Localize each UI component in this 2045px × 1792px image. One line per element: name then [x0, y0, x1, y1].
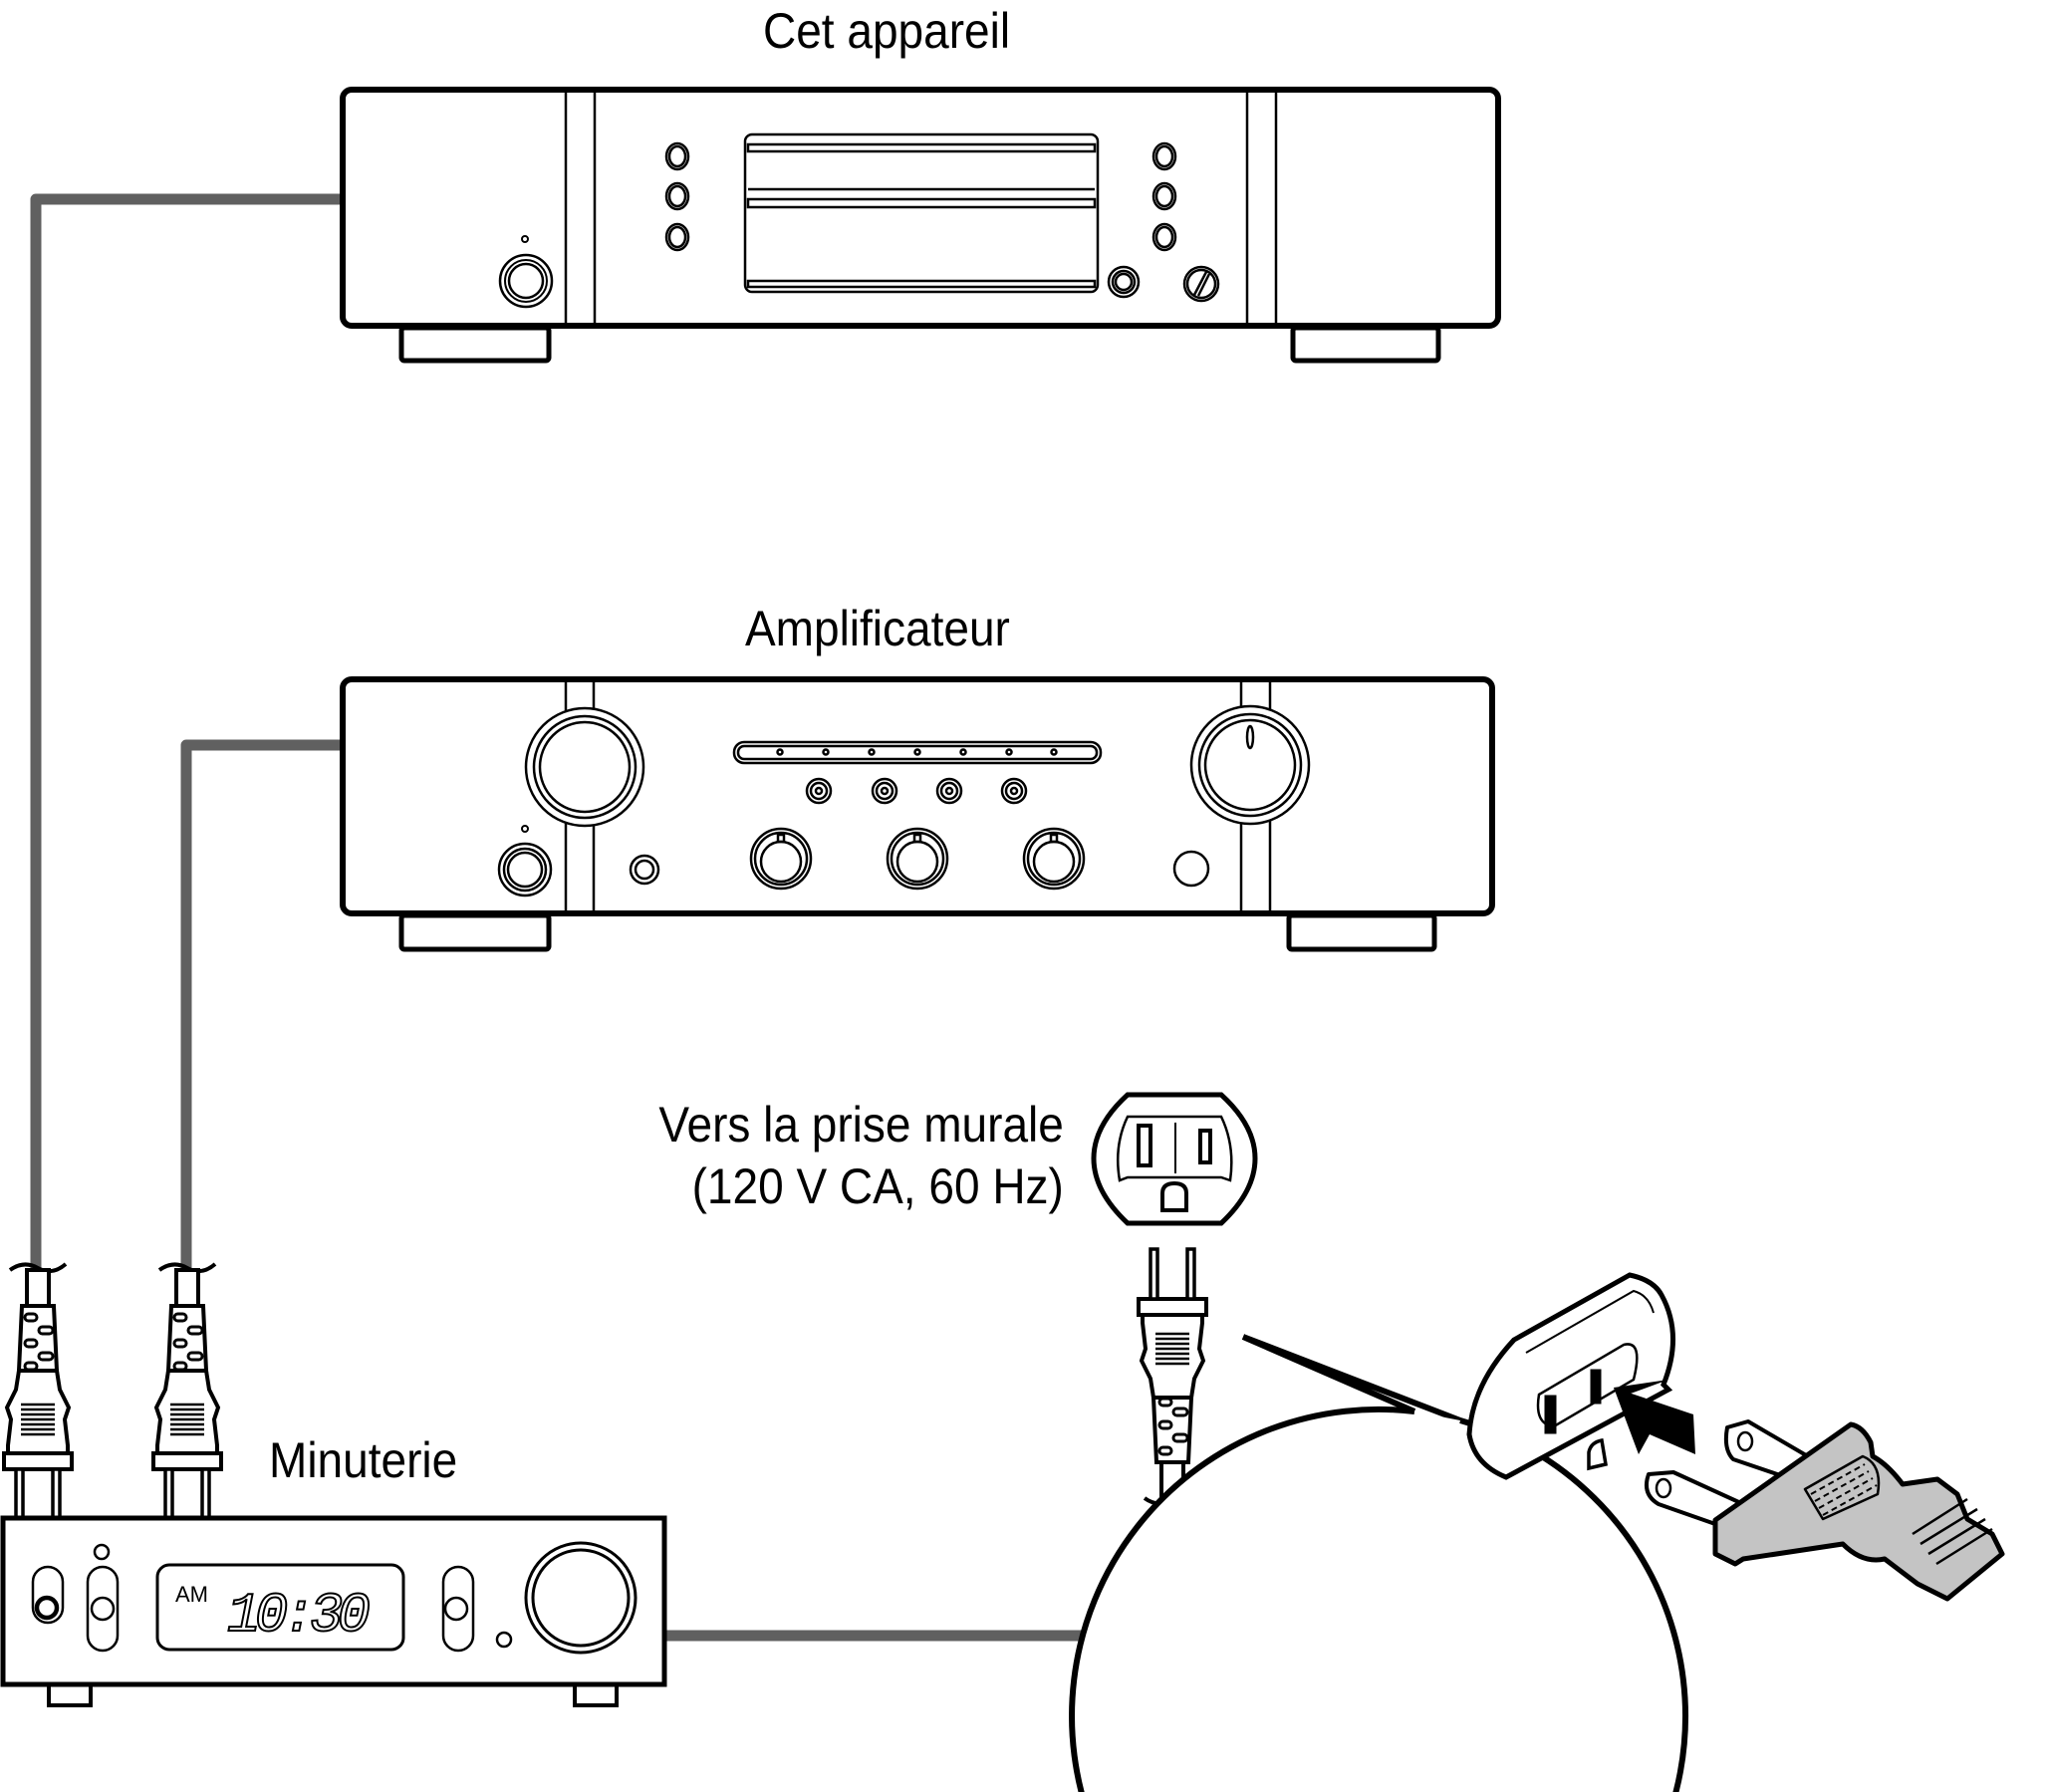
plug-closeup: [1645, 1419, 2005, 1602]
amplifier-cord: [180, 739, 343, 1270]
amplifier-unit: [340, 676, 1495, 952]
timer-indicator: [495, 1631, 513, 1649]
player-cord: [30, 193, 343, 1270]
amplifier-label: Amplificateur: [745, 601, 1010, 656]
timer-foot-left: [47, 1682, 93, 1707]
wall-outlet-icon: [1091, 1092, 1258, 1226]
timer-chassis: [0, 1515, 667, 1687]
player-foot-left: [398, 325, 552, 364]
timer-led: [93, 1543, 111, 1561]
amp-chassis: [340, 676, 1495, 916]
player-unit: [340, 87, 1501, 364]
headphone-level-knob[interactable]: [1182, 265, 1220, 303]
timer-switch-1[interactable]: [31, 1565, 65, 1625]
player-label: Cet appareil: [763, 3, 1011, 59]
input-selector-knob[interactable]: [524, 706, 645, 828]
player-left-buttons[interactable]: [664, 141, 690, 252]
disc-tray[interactable]: [743, 132, 1100, 294]
amp-remote-sensor: [1172, 850, 1210, 888]
amplifier-plug: [151, 1262, 223, 1521]
timer-unit: [0, 1515, 667, 1707]
magnifier-callout: [1069, 1272, 2005, 1792]
volume-knob[interactable]: [1189, 704, 1311, 826]
amp-foot-right: [1286, 912, 1437, 952]
player-right-buttons[interactable]: [1151, 141, 1177, 252]
player-power-button[interactable]: [498, 253, 554, 309]
timer-switch-2[interactable]: [86, 1565, 120, 1653]
timer-am-indicator: AM: [175, 1582, 208, 1607]
wall-outlet-label-line1: Vers la prise murale: [658, 1097, 1064, 1152]
amp-indicator-bar: [732, 740, 1103, 765]
amp-tone-knobs[interactable]: [749, 827, 1086, 891]
callout-circle: [1069, 1406, 1688, 1792]
headphone-jack: [1107, 265, 1141, 299]
wall-outlet-label: Vers la prise murale (120 V CA, 60 Hz): [658, 1100, 1064, 1223]
player-standby-led: [521, 235, 529, 243]
callout-pointer: [1241, 1334, 1462, 1423]
timer-foot-right: [573, 1682, 619, 1707]
amp-standby-led: [521, 825, 529, 833]
amp-mode-buttons[interactable]: [805, 777, 1028, 805]
player-plug: [2, 1262, 74, 1521]
timer-dial[interactable]: [524, 1541, 638, 1655]
timer-switch-3[interactable]: [441, 1565, 475, 1653]
timer-clock-readout: 10:30: [227, 1584, 377, 1648]
amp-phones-jack: [629, 854, 660, 886]
player-foot-right: [1290, 325, 1441, 364]
outlet-closeup: [1466, 1272, 1675, 1480]
timer-display: [155, 1563, 405, 1652]
timer-label: Minuterie: [269, 1432, 458, 1488]
amp-foot-left: [398, 912, 552, 952]
wall-outlet-label-line2: (120 V CA, 60 Hz): [691, 1158, 1064, 1214]
amp-power-button[interactable]: [497, 842, 553, 897]
